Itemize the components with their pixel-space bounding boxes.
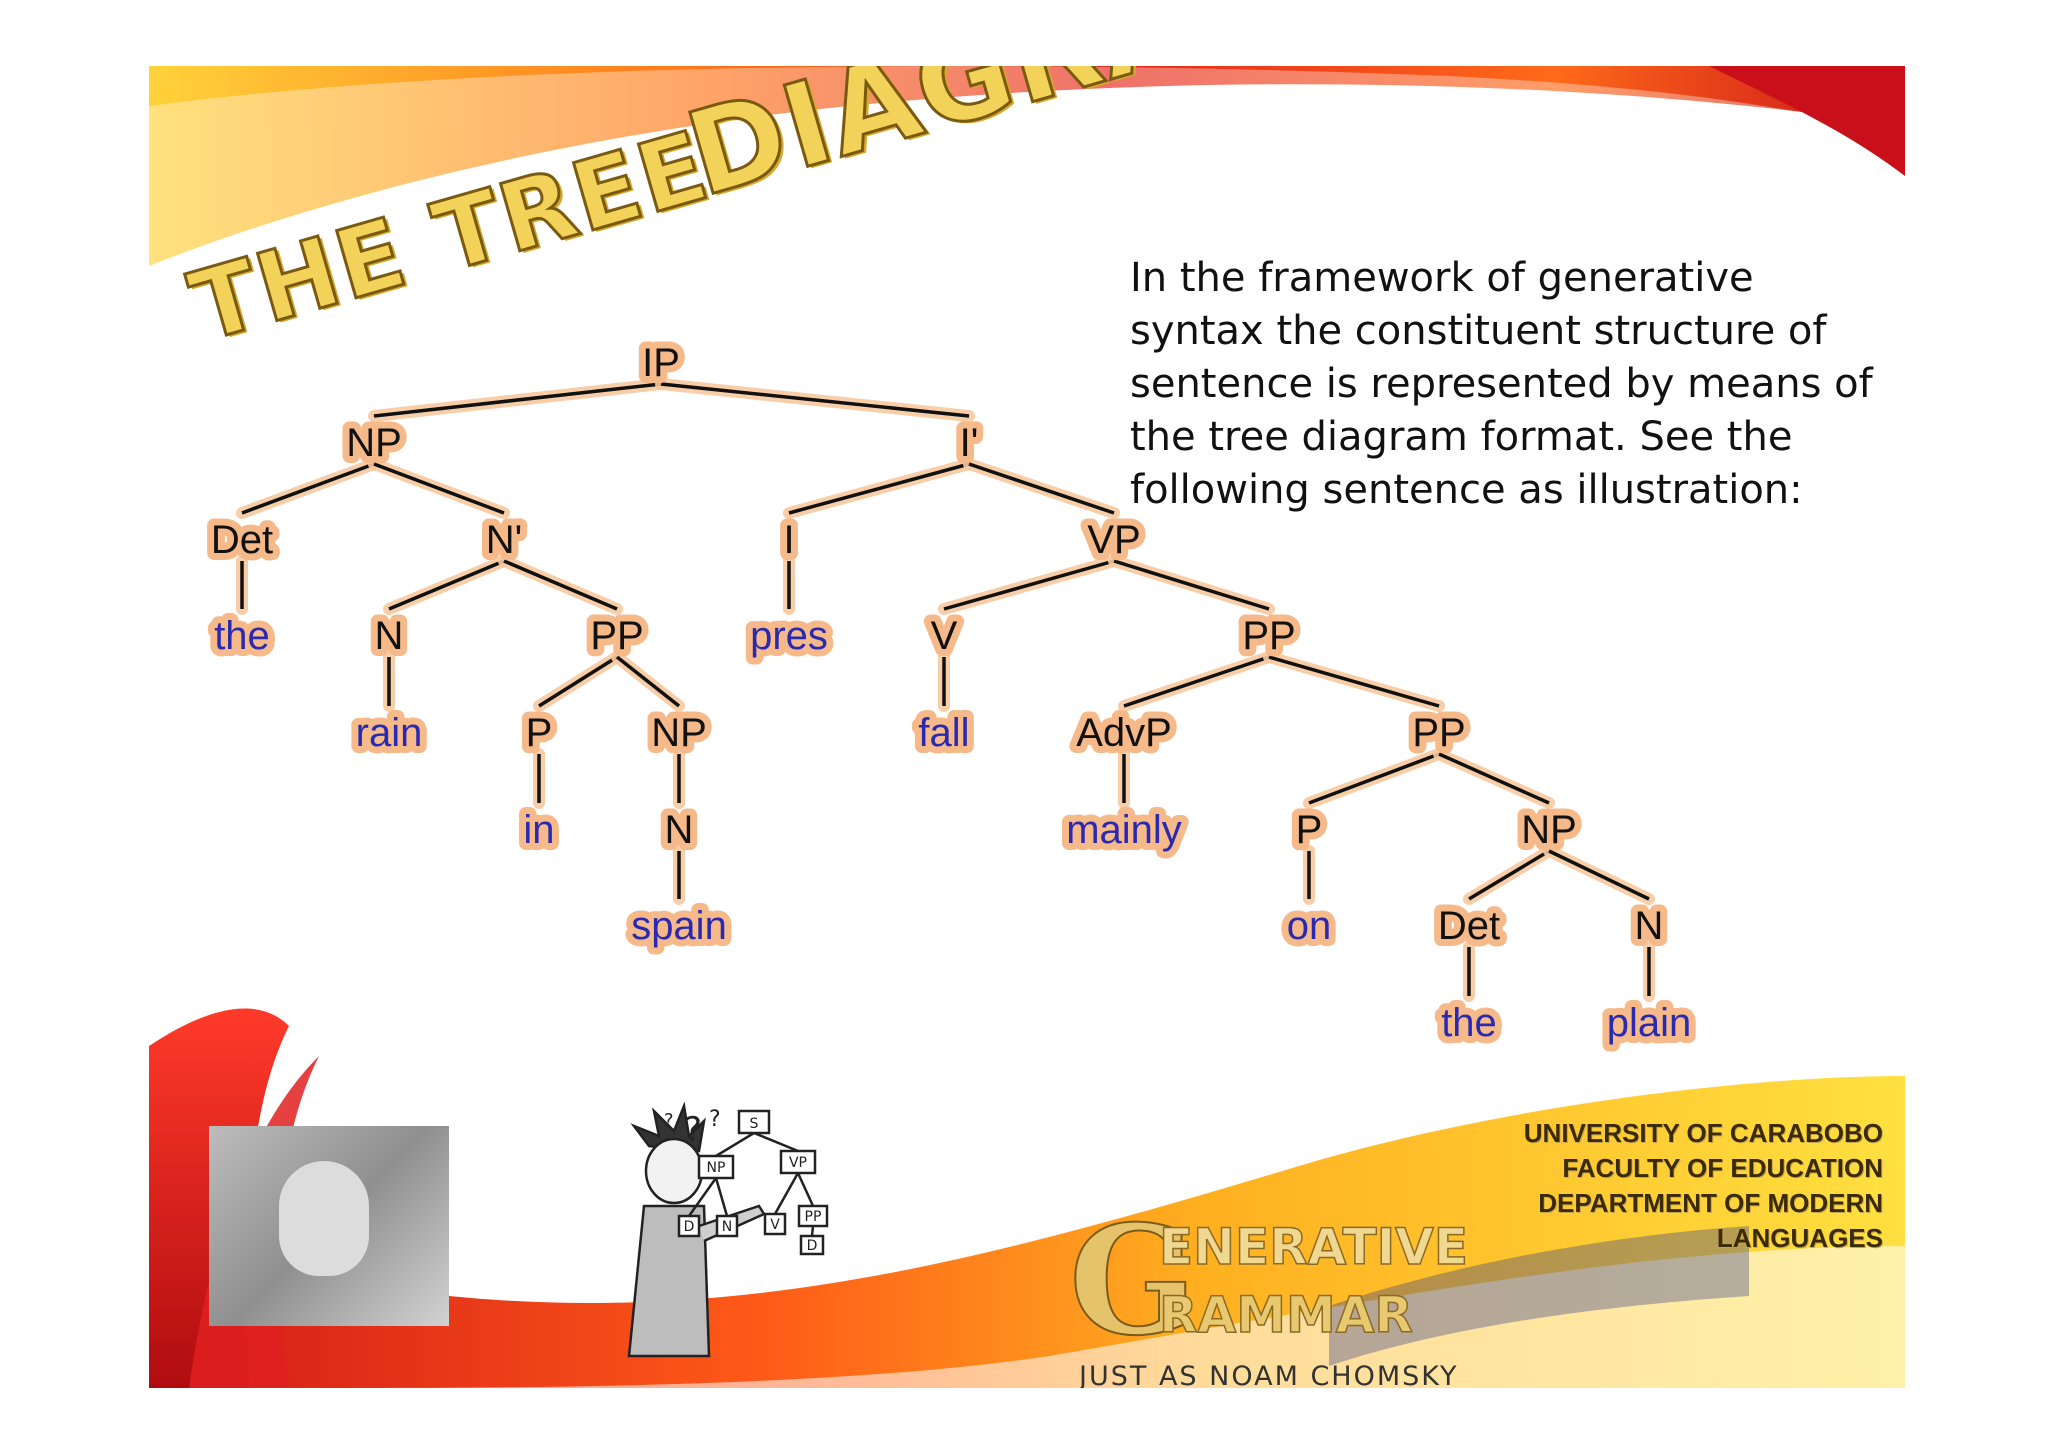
tree-edge-nbar-n1 — [388, 559, 505, 611]
tree-node-fall: fall — [918, 711, 969, 755]
tree-node-det2: Det — [1438, 904, 1500, 948]
tree-edge-np3-n3 — [1548, 849, 1650, 901]
tree-node-in: in — [523, 808, 554, 852]
tree-node-np2: NP — [651, 711, 707, 755]
tree-node-v: V — [931, 614, 958, 658]
chomsky-photo — [209, 1126, 449, 1326]
tree-node-plain: plain — [1607, 1001, 1692, 1045]
tree-node-mainly: mainly — [1066, 808, 1182, 852]
tree-edge-ibar-vp — [968, 462, 1115, 515]
svg-text:?: ? — [684, 1110, 702, 1150]
flag-hint — [1329, 1226, 1749, 1366]
tree-node-det1: Det — [211, 518, 273, 562]
svg-text:N: N — [722, 1219, 732, 1235]
top-right-ribbon — [1709, 66, 1905, 176]
tree-node-on: on — [1287, 904, 1332, 948]
tree-edge-pp3-np3 — [1438, 752, 1550, 805]
tree-edge-pp1-np2 — [615, 655, 681, 708]
tree-edge-np1-nbar — [373, 462, 505, 515]
tree-node-advp: AdvP — [1076, 711, 1172, 755]
tree-node-p2: P — [1296, 808, 1323, 852]
tree-edge-vp-v — [943, 559, 1115, 611]
tree-edge-np3-det2 — [1468, 849, 1550, 901]
tree-node-p1: P — [526, 711, 553, 755]
tree-edges — [236, 378, 1655, 1002]
institution-line-3: DEPARTMENT OF MODERN — [1538, 1188, 1883, 1218]
svg-text:D: D — [807, 1238, 818, 1254]
tree-node-np3: NP — [1521, 808, 1577, 852]
institution-line-1: UNIVERSITY OF CARABOBO — [1523, 1118, 1883, 1148]
svg-text:S: S — [750, 1116, 759, 1132]
tree-edge-nbar-pp1 — [503, 559, 618, 611]
tree-node-the2: the — [1441, 1001, 1497, 1045]
tree-edge-ibar-i — [788, 462, 970, 515]
tree-edge-pp3-p2 — [1308, 752, 1440, 805]
tree-node-pp2: PP — [1242, 614, 1295, 658]
top-swoosh-highlight — [149, 66, 1905, 286]
institution-line-2: FACULTY OF EDUCATION — [1562, 1153, 1883, 1183]
tree-node-pp3: PP — [1412, 711, 1465, 755]
tree-node-vp: VP — [1087, 518, 1140, 562]
svg-text:NP: NP — [707, 1160, 726, 1176]
tree-edge-pp1-p1 — [538, 655, 618, 708]
top-swoosh — [149, 66, 1905, 266]
tree-edge-pp2-advp — [1123, 655, 1270, 708]
institution-block: UNIVERSITY OF CARABOBO FACULTY OF EDUCAT… — [1524, 1116, 1883, 1256]
tree-edge-ip-np1 — [373, 382, 662, 418]
tree-node-n1: N — [375, 614, 404, 658]
thinking-student-illustration: ? ? ? S NP VP D N V PP D — [627, 1101, 829, 1358]
logo-line-2: RAMMAR — [1158, 1285, 1413, 1345]
svg-text:?: ? — [664, 1110, 674, 1131]
tree-edge-ip-ibar — [660, 382, 970, 418]
svg-text:PP: PP — [805, 1209, 822, 1225]
logo-line-1: ENERATIVE — [1158, 1217, 1469, 1277]
tree-node-pres: pres — [750, 614, 828, 658]
tree-node-nbar: N' — [486, 518, 523, 562]
tree-node-the1: the — [214, 614, 270, 658]
tree-node-i: I — [783, 518, 794, 562]
tree-node-rain: rain — [356, 711, 423, 755]
logo-initial: G — [1068, 1193, 1198, 1369]
svg-text:V: V — [770, 1217, 780, 1233]
tree-node-np1: NP — [346, 421, 402, 465]
svg-text:VP: VP — [789, 1155, 807, 1171]
tree-node-spain: spain — [631, 904, 727, 948]
tree-node-n3: N — [1635, 904, 1664, 948]
tree-edge-vp-pp2 — [1113, 559, 1270, 611]
bottom-swoosh-inner — [149, 1246, 1905, 1388]
tree-node-ibar: I' — [960, 421, 979, 465]
logo-tagline: JUST AS NOAM CHOMSKY — [1079, 1361, 1459, 1388]
description-text: In the framework of generative syntax th… — [1130, 255, 1873, 513]
tree-node-ip: IP — [642, 341, 680, 385]
tree-edge-pp2-pp3 — [1268, 655, 1440, 708]
tree-node-n2: N — [665, 808, 694, 852]
svg-text:?: ? — [709, 1107, 721, 1132]
tree-node-pp1: PP — [590, 614, 643, 658]
svg-text:D: D — [684, 1219, 695, 1235]
slide: THE TREE DIAGRAM In the framework of gen… — [149, 66, 1905, 1388]
institution-line-4: LANGUAGES — [1716, 1223, 1883, 1253]
photo-face — [279, 1161, 369, 1276]
tree-edge-np1-det1 — [241, 462, 375, 515]
